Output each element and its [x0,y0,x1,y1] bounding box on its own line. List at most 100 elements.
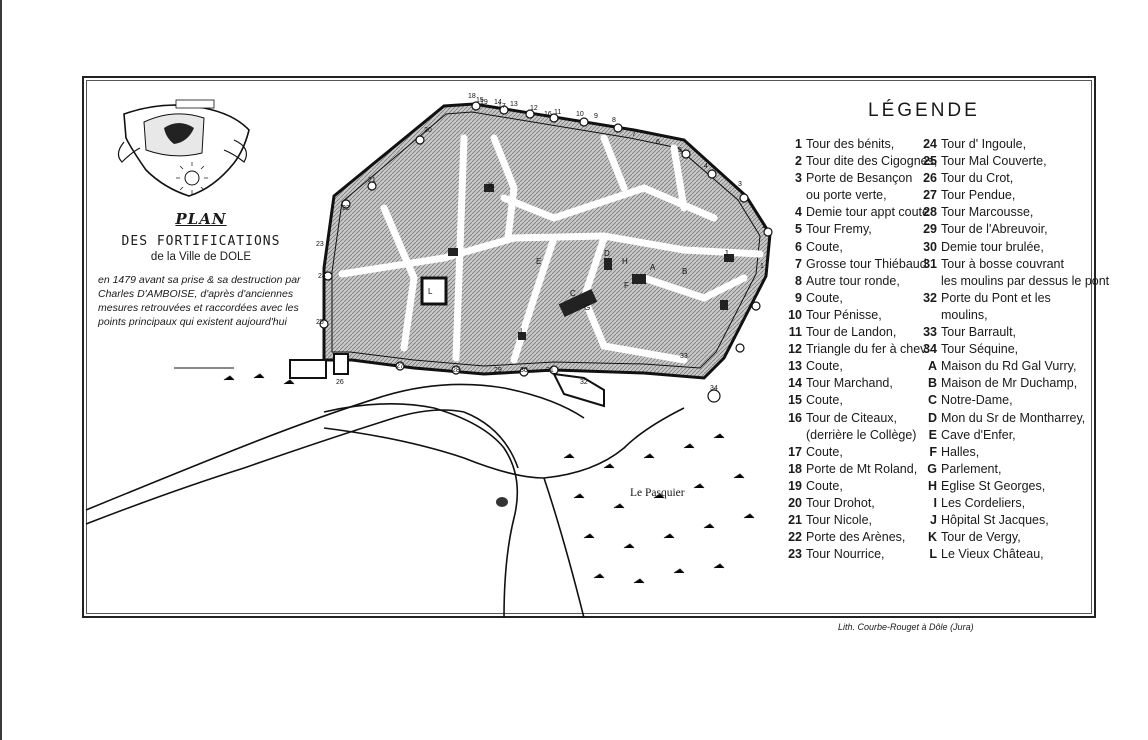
legend-label: Tour dite des Cigognes, [806,154,938,169]
legend-key: 15 [788,393,802,408]
legend-label: Tour Barrault, [941,325,1017,340]
tower-number: 28 [452,367,460,374]
tower-number: 18 [468,93,476,100]
legend-label: Maison de Mr Duchamp, [941,376,1078,391]
tower-number: 33 [680,353,688,360]
legend-key: 11 [788,325,802,340]
building-letter: E [536,257,541,266]
legend-key: 7 [795,256,802,271]
legend-label: Coute, [806,478,843,493]
legend-key [918,273,937,290]
legend-label: Porte du Pont et les [941,290,1051,305]
tower-number: 29 [494,367,502,374]
legend-key: H [927,478,937,493]
legend-key: 4 [795,205,802,220]
legend-item: 11 Tour de Landon, [784,324,937,341]
legend-label: Tour à bosse couvrant [941,256,1064,271]
legend-label: Porte de Mt Roland, [806,461,918,476]
fortifications-subtitle: DES FORTIFICATIONS [121,234,281,249]
building-letter: D [604,249,610,258]
plan-title: PLAN [175,210,227,228]
legend-label: Halles, [941,444,980,459]
tower-number: 34 [710,385,718,392]
coat-of-arms-emblem [117,99,250,197]
legend-key: 19 [788,478,802,493]
legend-label: Tour Nourrice, [806,547,885,562]
tower-number: 20 [424,127,432,134]
lithographer-credit: Lith. Courbe-Rouget à Dôle (Jura) [838,622,974,632]
legend-key: 28 [923,205,937,220]
building-letter: K [488,181,494,190]
legend-label: Coute, [806,444,843,459]
building-letter: A [650,263,656,272]
legend-item: 31 Tour à bosse couvrant [918,256,1109,273]
legend-label: Hôpital St Jacques, [941,513,1049,528]
tower-number: 19 [480,99,488,106]
legend-key [784,187,802,204]
legend-label: Tour de Landon, [806,325,897,340]
legend-key: 22 [788,530,802,545]
legend-label: Triangle du fer à chev [806,342,927,357]
legend-key: 30 [923,239,937,254]
tower-number: 25 [316,319,324,326]
legend-item: 34 Tour Séquine, [918,341,1109,358]
outer-works [289,353,605,408]
fortification-map: 1 2 3 4 5 6 7 8 9 10 11 12 13 14 15 16 1… [85,93,773,618]
legend-heading: LÉGENDE [868,100,980,121]
building-letter: L [428,287,433,296]
legend-key: 33 [923,325,937,340]
map-frame-inner [86,80,1092,614]
legend-key: A [927,359,937,374]
tower-number: 27 [396,363,404,370]
legend-label: Parlement, [941,461,1002,476]
legend-key: 34 [923,342,937,357]
legend-key: 12 [788,342,802,357]
legend-label: Tour Fremy, [806,222,872,237]
legend-label: Tour Mal Couverte, [941,154,1047,169]
buildings [420,184,734,340]
legend-key: 8 [795,273,802,288]
tower-number: 12 [530,105,538,112]
legend-label: Tour Séquine, [941,342,1019,357]
legend-key: 18 [788,461,802,476]
legend-key: 31 [923,256,937,271]
legend-label: (derrière le Collège) [806,427,917,442]
map-frame [82,76,1096,618]
legend-key: 26 [923,171,937,186]
legend-key: 2 [795,154,802,169]
legend-label: Coute, [806,393,843,408]
tower-number: 17 [498,103,506,110]
legend-item: (derrière le Collège) [784,427,937,444]
tower-number: 26 [336,379,344,386]
tower-number: 13 [510,101,518,108]
tower-number: 5 [678,147,682,154]
tower-number: 32 [580,379,588,386]
tower-number: 1 [760,263,764,270]
tower-number: 14 [494,99,502,106]
legend-key: I [933,495,937,510]
tower-number: 9 [594,113,598,120]
legend-key: 14 [788,376,802,391]
tower-number: 4 [704,163,708,170]
legend-label: Eglise St Georges, [941,478,1046,493]
legend-key: 20 [788,495,802,510]
tower-number: 15 [476,97,484,104]
tower-number: 11 [554,109,561,116]
